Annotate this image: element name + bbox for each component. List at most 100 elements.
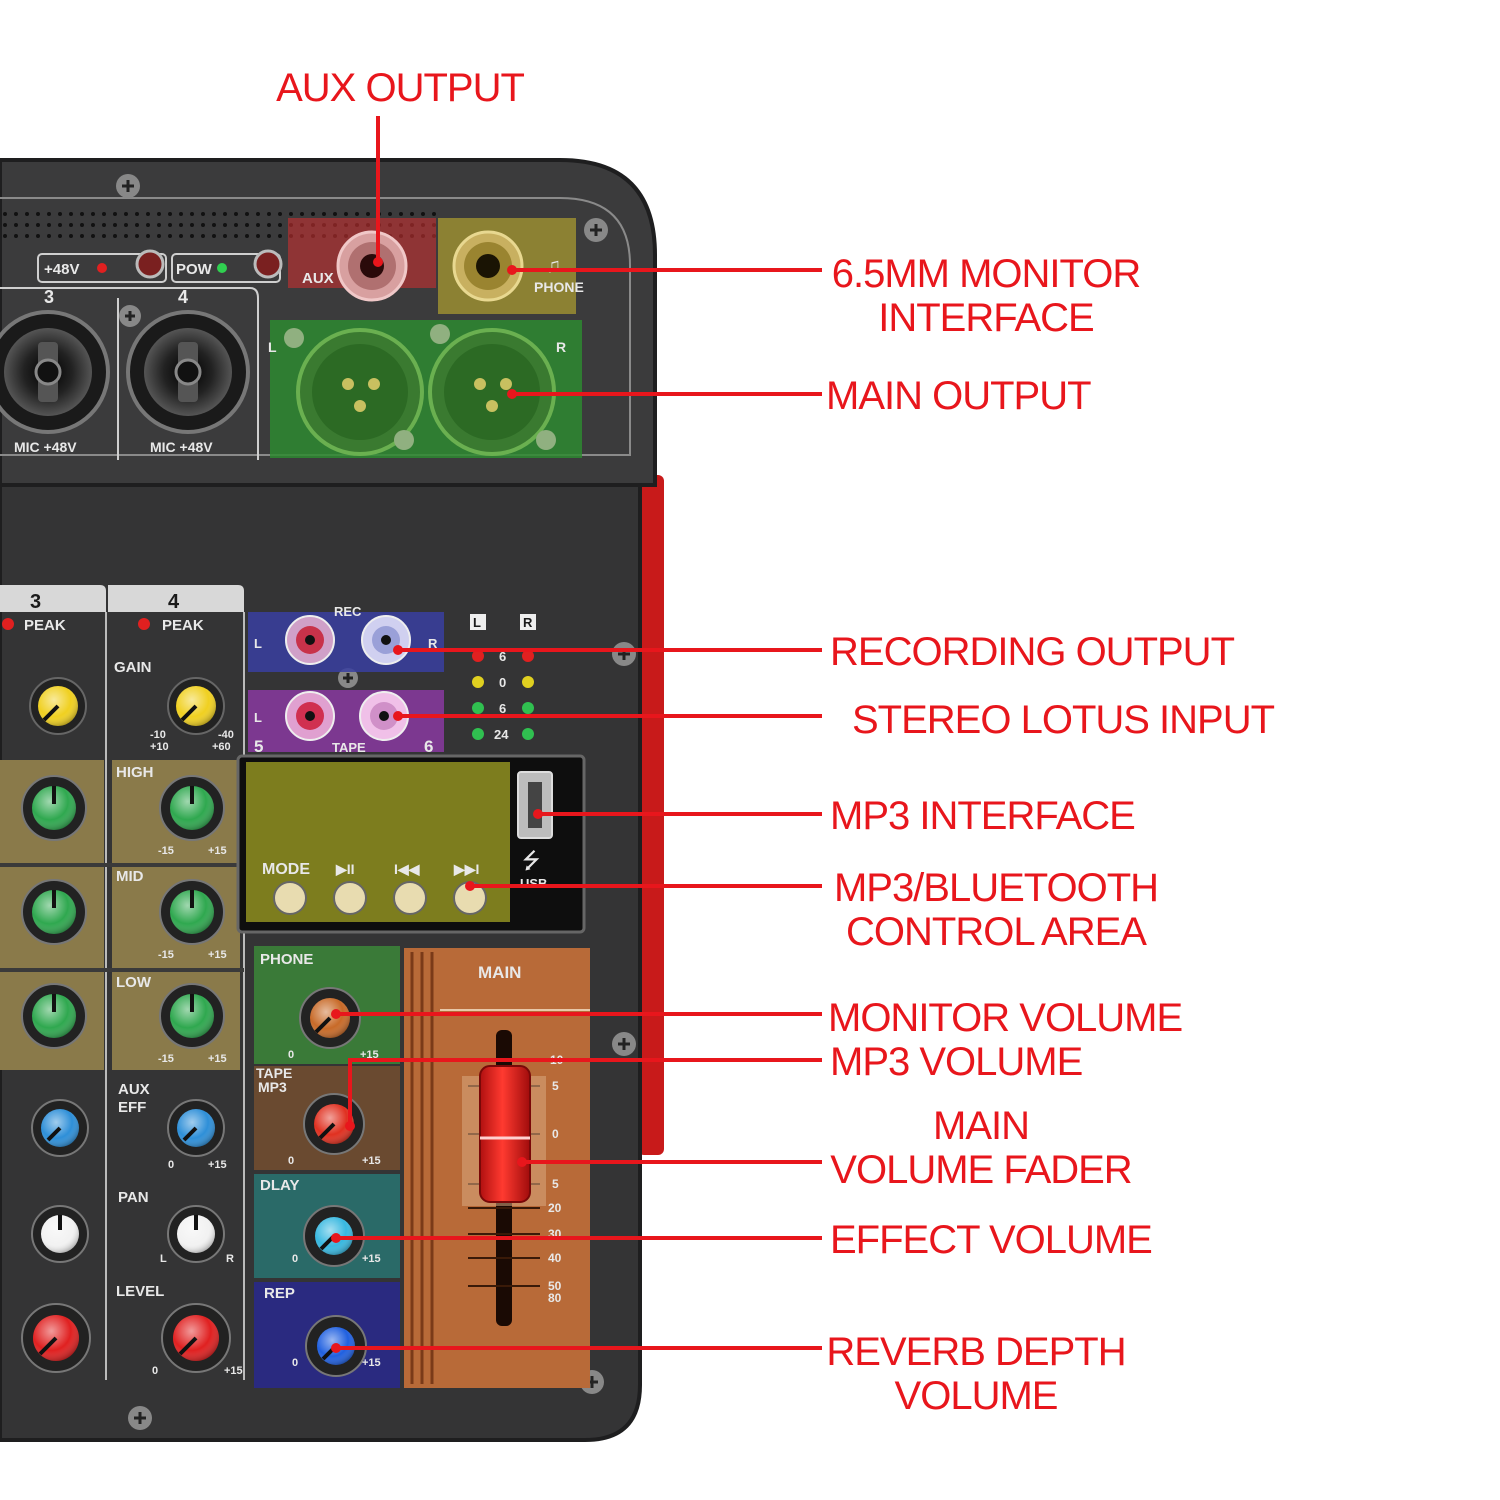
meter-led [522, 702, 534, 714]
aux-eff-max: +15 [208, 1159, 227, 1171]
main-xlr-outputs: L R [268, 320, 582, 458]
mp3-play-pause-button[interactable] [333, 881, 367, 915]
gain-knob-4[interactable] [167, 677, 225, 735]
callout-mp3-interface-text: MP3 INTERFACE [830, 794, 1136, 838]
dlay-label: DLAY [260, 1177, 299, 1194]
tape-highlight [248, 690, 444, 752]
leader-dot [393, 645, 403, 655]
level-label-4: LEVEL [116, 1283, 164, 1300]
rec-rca-left[interactable] [285, 615, 335, 665]
aux-jack[interactable] [336, 230, 408, 302]
phone-volume-knob[interactable] [299, 987, 361, 1049]
leader-dot [465, 881, 475, 891]
tape-rca-right[interactable] [359, 691, 409, 741]
combo-jack-4[interactable] [126, 310, 250, 434]
eq-low-knob-4[interactable] [159, 983, 225, 1049]
leader-dot [517, 1157, 527, 1167]
peak-led-4 [138, 618, 150, 630]
phone-jack[interactable] [452, 230, 524, 302]
eq-mid-knob-4[interactable] [159, 879, 225, 945]
gain-label-4: GAIN [114, 659, 152, 676]
low-label-4: LOW [116, 974, 152, 991]
callout-stereo-lotus-input-text: STEREO LOTUS INPUT [852, 698, 1275, 742]
main-fader-section: MAIN 10 5 0 5 20 30 40 50 80 [404, 948, 590, 1388]
top-indicators: +48V POW [37, 249, 283, 283]
pan-knob-3[interactable] [31, 1205, 89, 1263]
gain-scale-right-4: -40 [218, 729, 234, 741]
eq-high-knob-3[interactable] [21, 775, 87, 841]
eq-max-label: +15 [208, 1053, 227, 1065]
fader-scale: 0 [552, 1127, 559, 1141]
tape-channel-5: 5 [254, 737, 263, 756]
main-fader-cap[interactable] [462, 1065, 546, 1206]
xlr-left-label: L [268, 339, 277, 355]
phantom-switch[interactable] [135, 249, 165, 279]
xlr-right-label: R [556, 339, 566, 355]
xlr-output-left[interactable] [296, 328, 424, 456]
eq-mid-knob-3[interactable] [21, 879, 87, 945]
mp3-next-label: ▶▶I [453, 861, 479, 877]
screw [338, 668, 358, 688]
rec-rca-right[interactable] [361, 615, 411, 665]
meter-led [472, 728, 484, 740]
aux-eff-knob-3[interactable] [31, 1099, 89, 1157]
dlay-zero: 0 [292, 1253, 298, 1265]
screw [119, 305, 141, 327]
xlr-screw [394, 430, 414, 450]
meter-led [472, 676, 484, 688]
main-fader-label: MAIN [478, 963, 521, 982]
eq-min-label: -15 [158, 1053, 174, 1065]
fader-scale: 20 [548, 1201, 562, 1215]
phone-knob-label: PHONE [260, 951, 313, 968]
mp3-previous-button[interactable] [393, 881, 427, 915]
callout-main-fader-line-1: MAIN [933, 1104, 1030, 1148]
power-label: POW [176, 261, 213, 278]
rca-section: REC TAPE L R L 5 6 [248, 604, 444, 756]
mp3-volume-knob[interactable] [303, 1093, 365, 1155]
rep-zero: 0 [292, 1357, 298, 1369]
leader-dot [373, 257, 383, 267]
callout-monitor-volume: MONITOR VOLUME [828, 996, 1183, 1040]
gain-knob-3[interactable] [29, 677, 87, 735]
mic-label-3: MIC +48V [14, 439, 77, 455]
combo-inputs: 3 4 MIC +48V MIC +48V [0, 287, 259, 460]
mid-label-4: MID [116, 868, 144, 885]
gain-scale-left-4: -10 [150, 729, 166, 741]
mp3-mode-button[interactable] [273, 881, 307, 915]
screw [116, 174, 140, 198]
fader-scale: 80 [548, 1291, 562, 1305]
meter-level: 6 [499, 701, 506, 716]
callout-aux-output-text: AUX OUTPUT [276, 66, 525, 110]
leader-dot [345, 1121, 355, 1131]
aux-eff-knob-4[interactable] [167, 1099, 225, 1157]
eq-high-knob-4[interactable] [159, 775, 225, 841]
meter-r-box [520, 614, 536, 630]
callout-monitor-interface: 6.5MM MONITOR INTERFACE [826, 252, 1146, 340]
xlr-output-right[interactable] [428, 328, 556, 456]
channel-tab-3 [0, 585, 106, 612]
tape-l-label: L [254, 710, 262, 725]
leader-dot [393, 711, 403, 721]
combo-channel-3: 3 [44, 287, 54, 307]
eq-low-knob-3[interactable] [21, 983, 87, 1049]
phone-jack-label: PHONE [534, 279, 584, 295]
meter-led [472, 650, 484, 662]
pan-left-label: L [160, 1253, 167, 1265]
leader-dot [331, 1343, 341, 1353]
pan-label-4: PAN [118, 1189, 149, 1206]
fader-scale: 40 [548, 1251, 562, 1265]
callout-stereo-lotus-input: STEREO LOTUS INPUT [852, 698, 1275, 742]
combo-jack-3[interactable] [0, 310, 110, 434]
tape-rca-left[interactable] [285, 691, 335, 741]
phone-zero: 0 [288, 1049, 294, 1061]
level-knob-4[interactable] [161, 1303, 231, 1373]
callout-monitor-line-1: 6.5MM MONITOR [831, 252, 1142, 296]
gain-scale-right-low-4: +60 [212, 741, 231, 753]
level-knob-3[interactable] [21, 1303, 91, 1373]
high-label-4: HIGH [116, 764, 154, 781]
callout-main-fader-line-2: VOLUME FADER [830, 1148, 1132, 1192]
power-switch[interactable] [253, 249, 283, 279]
rec-highlight [248, 612, 444, 672]
tape-mp3-label-top: TAPE [256, 1065, 292, 1081]
pan-knob-4[interactable] [167, 1205, 225, 1263]
